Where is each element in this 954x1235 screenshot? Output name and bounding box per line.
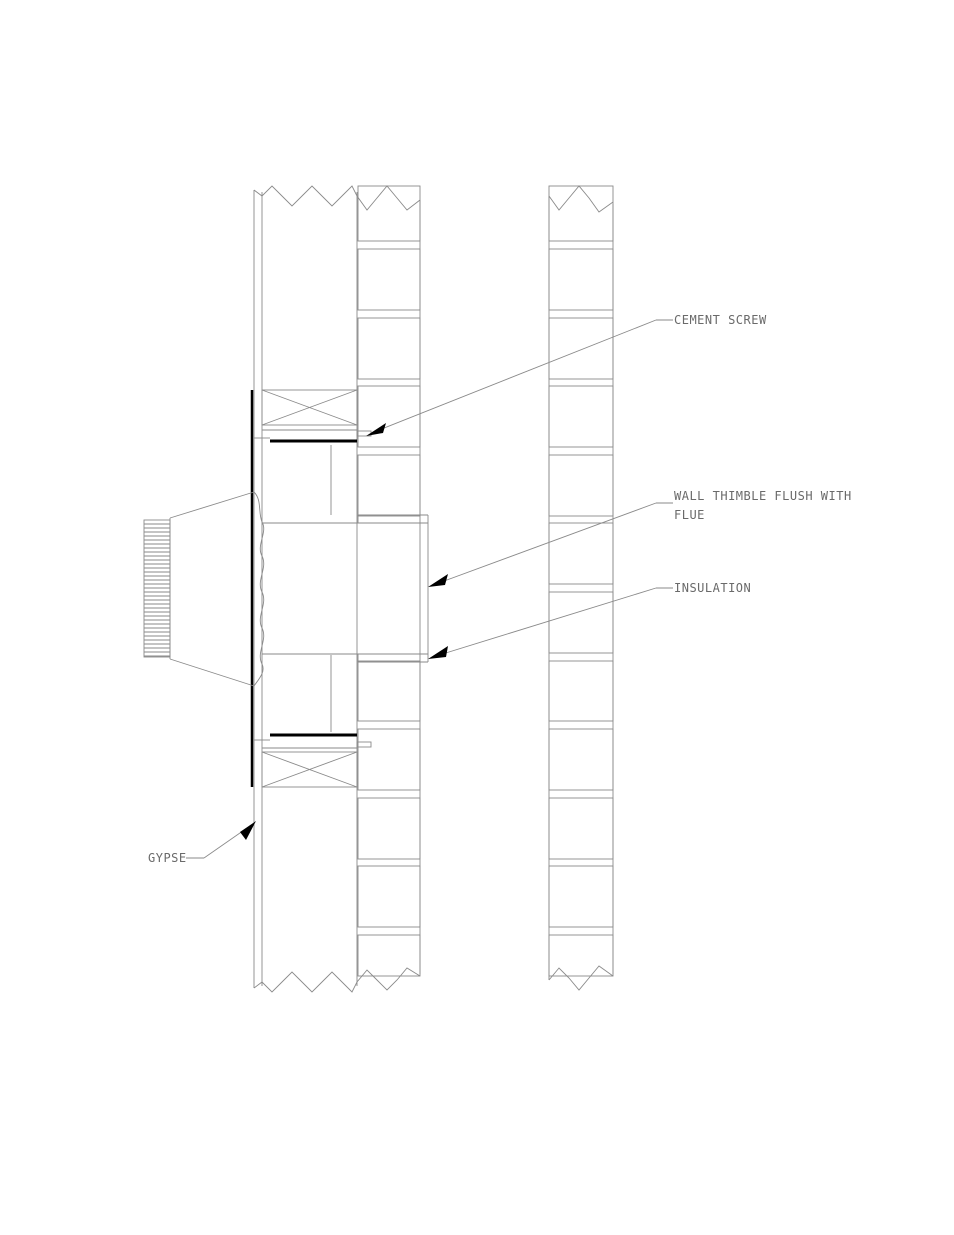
bottom-break-line	[254, 968, 420, 992]
inner-wall	[254, 186, 420, 992]
leader-insulation	[428, 588, 673, 659]
cement-screw-arrowhead	[366, 423, 386, 436]
lower-cement-screw	[357, 742, 371, 747]
leader-gypse	[186, 821, 256, 858]
outer-brick-blocks	[549, 186, 613, 976]
leader-cement-screw	[366, 320, 673, 436]
insulation-arrowhead	[428, 646, 448, 659]
label-gypse: GYPSE	[148, 851, 187, 865]
label-wall-thimble-line2: FLUE	[674, 508, 705, 522]
top-break-line	[254, 186, 420, 210]
label-wall-thimble-line1: WALL THIMBLE FLUSH WITH	[674, 489, 852, 503]
outer-wall	[549, 186, 613, 990]
lower-framing-block	[262, 752, 357, 787]
wall-thimble-arrowhead	[428, 574, 448, 587]
upper-framing-block	[262, 390, 357, 425]
inner-brick-blocks	[358, 186, 420, 976]
label-cement-screw: CEMENT SCREW	[674, 313, 767, 327]
label-insulation: INSULATION	[674, 581, 751, 595]
flue-connector	[170, 492, 254, 686]
outer-top-break-line	[549, 186, 613, 212]
ribbed-collar	[144, 520, 170, 657]
outer-bottom-break-line	[549, 966, 613, 990]
wall-thimble	[254, 492, 428, 686]
